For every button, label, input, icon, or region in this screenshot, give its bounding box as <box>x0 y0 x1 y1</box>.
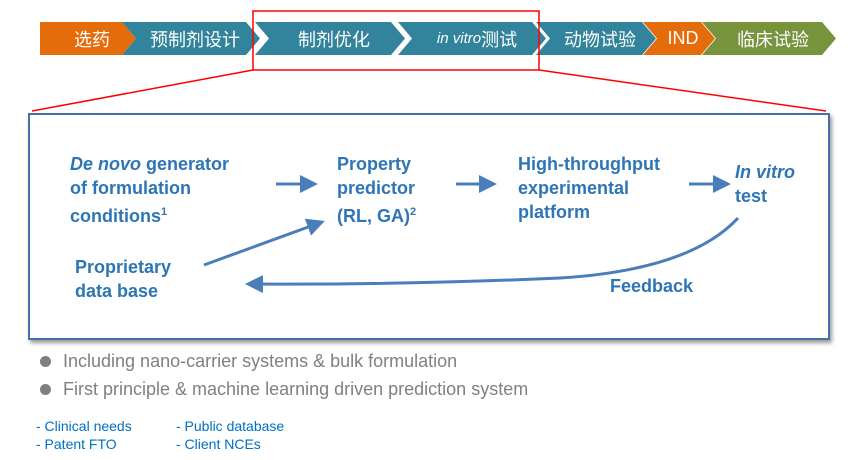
footnote-ref: 2 <box>409 206 417 218</box>
stage-label: 测试 <box>481 29 518 50</box>
database-text: data base <box>75 281 159 301</box>
platform-text: platform <box>518 202 590 222</box>
workflow-box <box>28 113 830 340</box>
database-text: Proprietary <box>75 257 172 277</box>
predictor-text: predictor <box>337 178 416 198</box>
platform-node: High-throughput experimental platform <box>518 152 660 224</box>
generator-node: De novo generator of formulation condition… <box>70 152 229 228</box>
generator-text: conditions <box>70 206 161 226</box>
bullet-text: Including nano-carrier systems & bulk fo… <box>63 351 458 371</box>
test-node: In vitro test <box>735 160 795 208</box>
stage-label: 制剂优化 <box>298 29 370 50</box>
predictor-text: Property <box>337 154 412 174</box>
stage-label: 选药 <box>74 29 110 50</box>
arrow-database-predictor <box>203 218 325 267</box>
stage-label: 动物试验 <box>564 29 636 50</box>
note-item: - Patent FTO <box>36 436 117 452</box>
predictor-node: Property predictor (RL, GA)2 <box>337 152 416 228</box>
database-node: Proprietary data base <box>75 255 171 303</box>
stage-label-italic: in vitro <box>436 30 482 47</box>
test-text: test <box>735 186 768 206</box>
note-item: - Clinical needs <box>36 418 132 434</box>
stage-animal-test: 动物试验 <box>536 22 656 55</box>
stage-drug-selection: 选药 <box>40 22 136 55</box>
note-item: - Public database <box>176 418 285 434</box>
stage-formulation-optimization: 制剂优化 <box>255 22 405 55</box>
generator-text: generator <box>141 154 230 174</box>
arrow-feedback <box>245 216 740 294</box>
platform-text: experimental <box>518 178 630 198</box>
stage-label: IND <box>667 28 699 48</box>
bullet-item: Including nano-carrier systems & bulk fo… <box>40 351 457 372</box>
bullet-icon <box>40 384 51 395</box>
highlight-rect <box>252 10 540 71</box>
predictor-text: (RL, GA) <box>337 206 410 226</box>
zoom-line-right <box>538 69 827 112</box>
bullet-icon <box>40 356 51 367</box>
zoom-line-left <box>31 69 254 112</box>
stage-label: 预制剂设计 <box>150 29 240 50</box>
test-italic: In vitro <box>735 162 796 182</box>
bullet-item: First principle & machine learning drive… <box>40 379 528 400</box>
generator-text: of formulation <box>70 178 191 198</box>
platform-text: High-throughput <box>518 154 660 174</box>
stage-label: 临床试验 <box>737 29 809 50</box>
feedback-label: Feedback <box>610 276 694 296</box>
bullet-text: First principle & machine learning drive… <box>63 379 529 399</box>
note-item: - Client NCEs <box>176 436 261 452</box>
footnote-ref: 1 <box>161 206 168 218</box>
stage-clinical-trial: 临床试验 <box>702 22 836 55</box>
stage-preformulation: 预制剂设计 <box>122 22 260 55</box>
generator-italic: De novo <box>70 154 142 174</box>
